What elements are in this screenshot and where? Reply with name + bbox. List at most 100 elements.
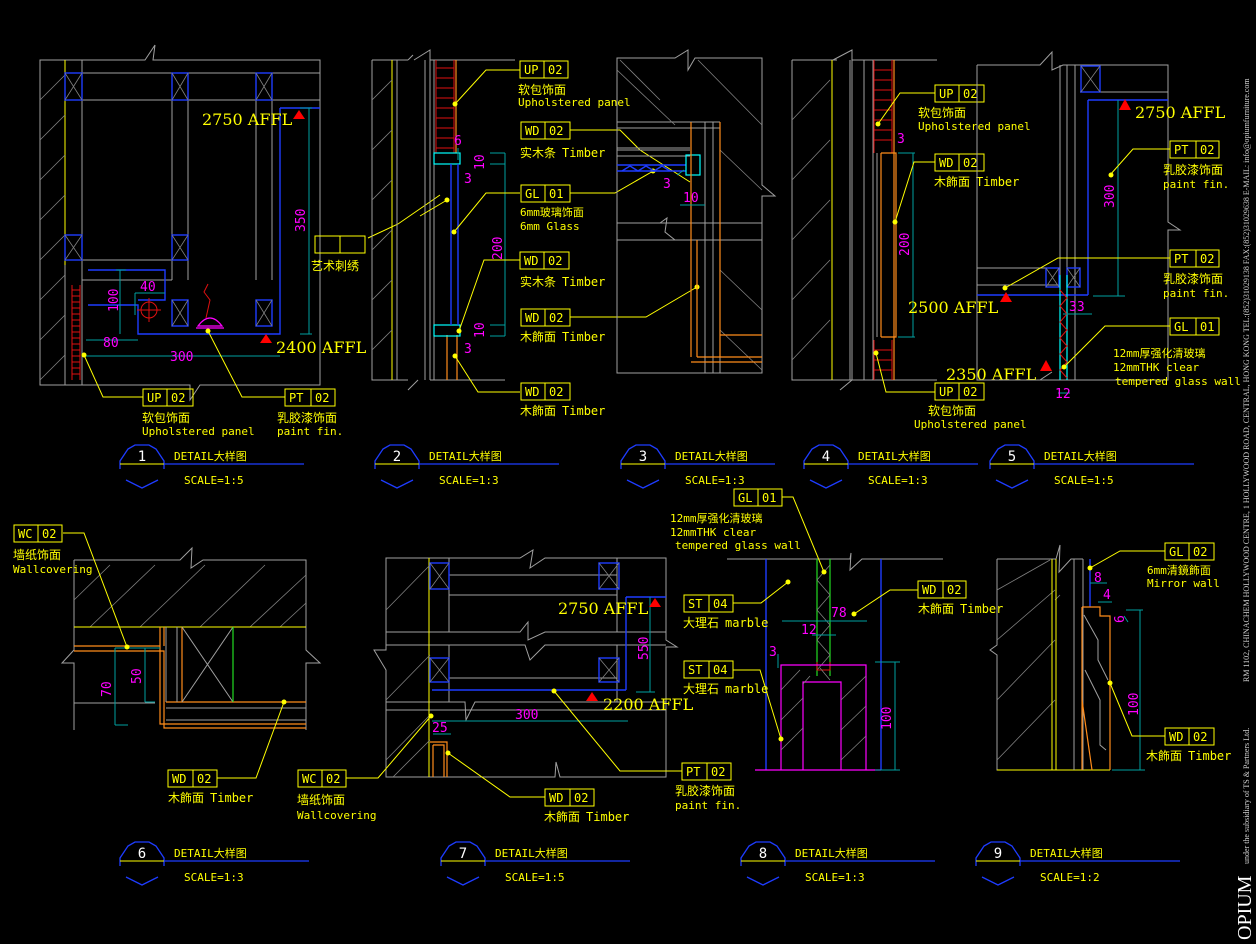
detail-scale-text: SCALE=1:3 [439,474,499,487]
svg-text:tempered glass wall: tempered glass wall [1115,375,1241,388]
dim-d8-12: 12 [801,623,817,638]
dim-d2-10a: 10 [473,154,488,170]
svg-text:02: 02 [1200,252,1214,266]
detail-bubble-icon [740,841,786,866]
level-d7-top: 2750 AFFL [558,599,649,618]
svg-text:6mm Glass: 6mm Glass [520,220,580,233]
svg-text:02: 02 [963,156,977,170]
svg-text:乳胶漆饰面: 乳胶漆饰面 [675,783,735,798]
detail-number: 9 [994,846,1002,862]
detail-title-text: DETAIL大样图 [1044,449,1117,463]
svg-text:Upholstered panel: Upholstered panel [518,96,631,109]
svg-text:GL: GL [738,491,752,505]
svg-text:Upholstered panel: Upholstered panel [142,425,255,438]
level-d4-b: 2350 AFFL [946,365,1037,384]
level-marker-icon [649,598,661,607]
dim-d2-200: 200 [491,237,506,260]
svg-text:6mm清鏡飾面: 6mm清鏡飾面 [1147,563,1211,577]
detail-bubble-icon [803,444,849,469]
svg-text:WD: WD [525,385,539,399]
svg-text:tempered glass wall: tempered glass wall [675,539,801,552]
dim-d6-70: 70 [100,681,115,697]
detail-3-drawing: 3 10 [616,49,777,374]
svg-text:软包饰面: 软包饰面 [142,411,190,425]
detail-number: 7 [459,846,467,862]
detail-number: 6 [138,846,146,862]
svg-text:PT: PT [289,391,303,405]
svg-text:01: 01 [1200,320,1214,334]
detail-number: 3 [639,449,647,465]
detail-bubble-icon [440,841,486,866]
dim-d2-3a: 3 [464,172,472,187]
svg-text:Wallcovering: Wallcovering [297,809,376,822]
dim-d8-3: 3 [769,645,777,660]
svg-text:UP: UP [524,63,538,77]
svg-text:PT: PT [686,765,700,779]
svg-text:UP: UP [939,385,953,399]
detail-title-text: DETAIL大样图 [429,449,502,463]
detail-number: 1 [138,449,146,465]
svg-text:Upholstered panel: Upholstered panel [914,418,1027,431]
svg-text:paint fin.: paint fin. [675,799,741,812]
svg-text:12mmTHK clear: 12mmTHK clear [670,526,756,539]
svg-text:乳胶漆饰面: 乳胶漆饰面 [277,410,337,425]
title-block: OPIUM under the subsidiary of TS & Partn… [1234,78,1256,940]
detail-title-text: DETAIL大样图 [174,449,247,463]
svg-text:12mm厚强化清玻璃: 12mm厚强化清玻璃 [670,511,763,525]
svg-text:UP: UP [939,87,953,101]
svg-text:02: 02 [574,791,588,805]
svg-text:ST: ST [688,597,702,611]
svg-text:02: 02 [963,385,977,399]
detail-title-text: DETAIL大样图 [495,846,568,860]
dim-d1-350: 350 [294,209,309,232]
svg-text:paint fin.: paint fin. [1163,287,1229,300]
svg-text:WD: WD [922,583,936,597]
detail-title-text: DETAIL大样图 [858,449,931,463]
svg-text:6mm玻璃饰面: 6mm玻璃饰面 [520,205,584,219]
svg-text:GL: GL [525,187,539,201]
svg-text:WD: WD [1169,730,1183,744]
svg-text:WD: WD [524,254,538,268]
detail-bubble-icon [374,444,420,469]
svg-text:paint fin.: paint fin. [277,425,343,438]
detail-scale-text: SCALE=1:3 [184,871,244,884]
dim-d9-8: 8 [1094,571,1102,586]
detail-title-text: DETAIL大样图 [1030,846,1103,860]
chevron-down-icon [746,876,780,886]
svg-text:04: 04 [713,663,727,677]
level-marker-icon [1119,99,1131,110]
dim-d8-78: 78 [831,606,847,621]
level-marker-icon [1000,292,1012,302]
detail-number: 2 [393,449,401,465]
svg-text:02: 02 [963,87,977,101]
detail-title-text: DETAIL大样图 [675,449,748,463]
subsidiary-text: under the subsidiary of TS & Partners Lt… [1242,728,1251,864]
dim-d4-3: 3 [897,132,905,147]
dim-d4-200: 200 [898,233,913,256]
svg-text:02: 02 [548,254,562,268]
svg-text:ST: ST [688,663,702,677]
svg-text:UP: UP [147,391,161,405]
